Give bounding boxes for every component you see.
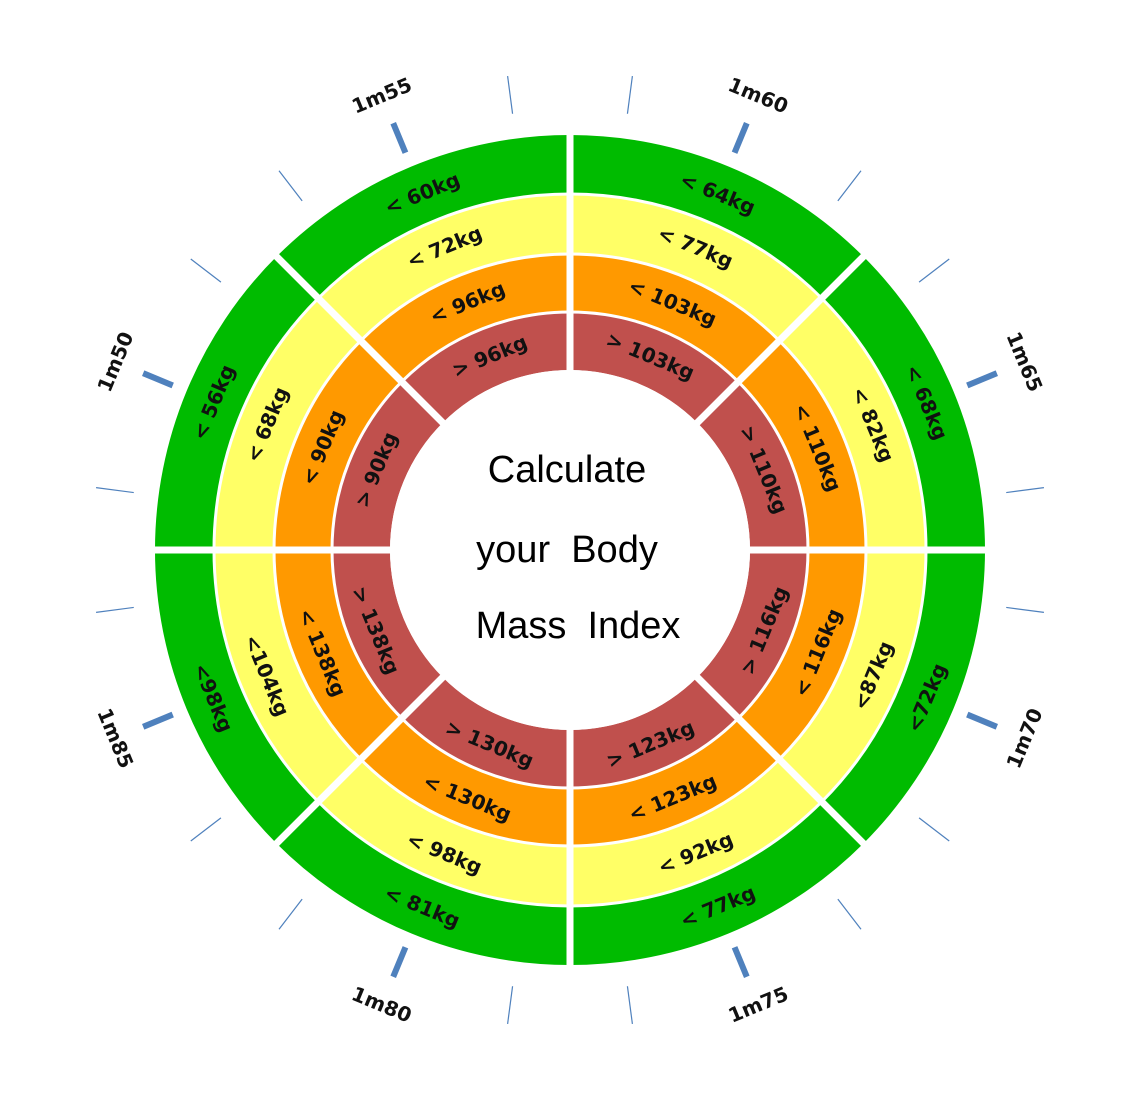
height-label-1m70: 1m70 — [1001, 705, 1047, 772]
height-label-1m50: 1m50 — [92, 328, 138, 395]
height-tick-major — [966, 370, 998, 389]
height-tick-minor — [918, 258, 950, 283]
height-tick-minor — [507, 986, 514, 1024]
segment-green-1m50 — [155, 256, 319, 550]
center-title-line-3: Mass Index — [476, 605, 681, 647]
center-disc — [390, 370, 750, 730]
height-tick-minor — [1006, 606, 1044, 613]
height-label-1m85: 1m85 — [92, 705, 138, 772]
height-tick-minor — [507, 76, 514, 114]
segment-yellow-1m80 — [318, 759, 570, 906]
height-tick-minor — [918, 817, 950, 842]
divider-diagonal — [693, 251, 869, 427]
height-tick-minor — [190, 258, 222, 283]
segment-red-1m55 — [401, 312, 570, 423]
segment-red-1m50 — [332, 381, 443, 550]
divider-diagonal — [693, 673, 869, 849]
segment-orange-1m50 — [274, 340, 402, 550]
height-label-1m75: 1m75 — [725, 981, 792, 1027]
segment-green-1m85 — [155, 550, 319, 844]
height-tick-minor — [278, 898, 303, 930]
segment-red-1m60 — [570, 312, 739, 423]
segment-yellow-1m70 — [779, 550, 926, 802]
ring-segments — [155, 135, 985, 965]
segment-green-1m55 — [276, 135, 570, 299]
center-title-line-2: your Body — [476, 529, 658, 571]
segment-yellow-1m55 — [318, 194, 570, 341]
height-tick-major — [731, 122, 750, 154]
divider-diagonal — [271, 251, 447, 427]
ring-separator — [272, 252, 868, 848]
height-label-1m80: 1m80 — [348, 981, 415, 1027]
height-tick-minor — [278, 170, 303, 202]
segment-red-1m80 — [401, 677, 570, 788]
height-tick-major — [966, 711, 998, 730]
segment-green-1m80 — [276, 801, 570, 965]
height-label-1m65: 1m65 — [1001, 328, 1047, 395]
segment-red-1m85 — [332, 550, 443, 719]
segment-yellow-1m75 — [570, 759, 822, 906]
height-tick-minor — [190, 817, 222, 842]
segment-orange-1m85 — [274, 550, 402, 760]
height-tick-minor — [626, 76, 633, 114]
height-tick-minor — [1006, 487, 1044, 494]
segment-green-1m70 — [821, 550, 985, 844]
height-tick-minor — [837, 898, 862, 930]
height-tick-major — [142, 370, 174, 389]
segment-yellow-1m85 — [214, 550, 361, 802]
height-ticks — [96, 76, 1044, 1024]
divider-diagonal — [271, 673, 447, 849]
height-tick-minor — [96, 606, 134, 613]
height-label-1m60: 1m60 — [725, 72, 792, 118]
sector-dividers — [152, 132, 988, 968]
center-title-line-1: Calculate — [488, 449, 646, 491]
segment-orange-1m65 — [738, 340, 866, 550]
segment-red-1m65 — [697, 381, 808, 550]
height-tick-major — [390, 122, 409, 154]
segment-green-1m65 — [821, 256, 985, 550]
segment-orange-1m80 — [360, 718, 570, 847]
ring-separator — [212, 192, 928, 908]
segment-orange-1m55 — [360, 254, 570, 382]
segment-yellow-1m50 — [214, 298, 361, 550]
height-tick-major — [390, 946, 409, 978]
segment-red-1m70 — [697, 550, 808, 719]
segment-yellow-1m65 — [779, 298, 926, 550]
segment-orange-1m60 — [570, 254, 780, 382]
segment-yellow-1m60 — [570, 194, 822, 341]
height-tick-minor — [837, 170, 862, 202]
height-tick-major — [142, 711, 174, 730]
height-tick-minor — [96, 487, 134, 494]
segment-green-1m75 — [570, 801, 864, 965]
height-label-1m55: 1m55 — [348, 72, 415, 118]
segment-red-1m75 — [570, 677, 739, 788]
height-tick-major — [731, 946, 750, 978]
segment-orange-1m70 — [738, 550, 866, 760]
segment-orange-1m75 — [570, 718, 780, 846]
ring-separator — [330, 310, 810, 790]
segment-green-1m60 — [570, 135, 864, 299]
height-tick-minor — [626, 986, 633, 1024]
